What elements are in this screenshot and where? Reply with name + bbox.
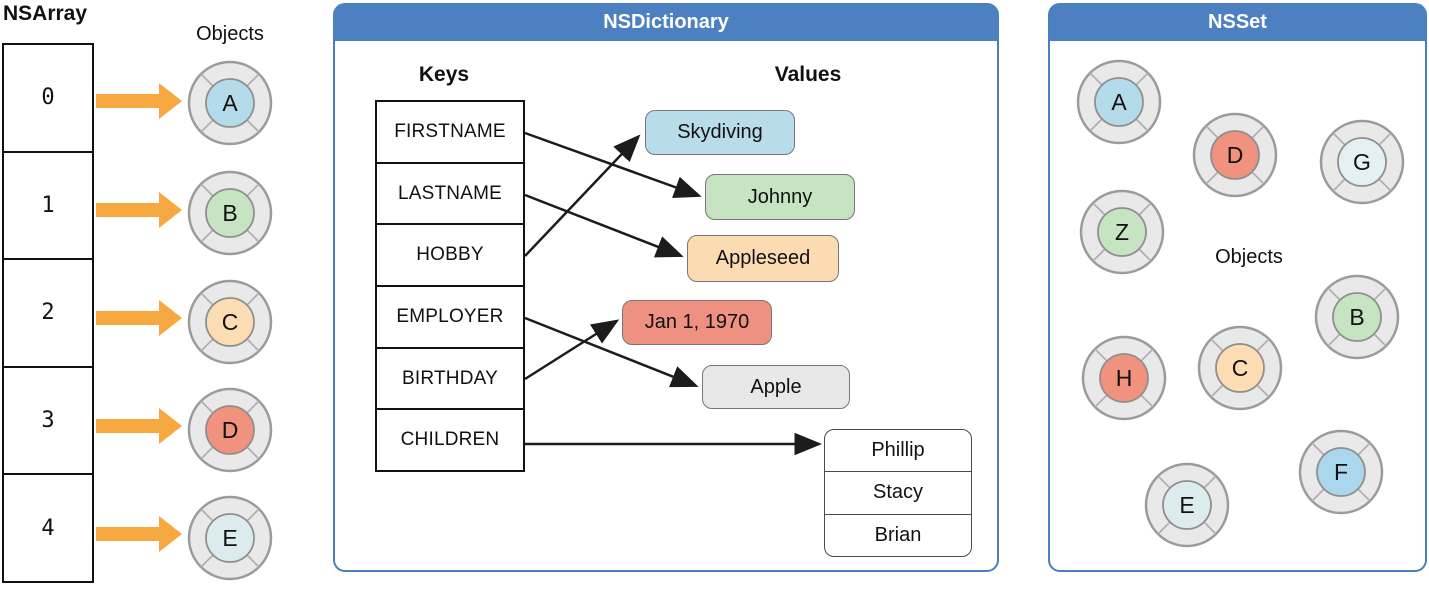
values-column-label: Values: [774, 63, 842, 86]
object-letter: C: [222, 309, 239, 335]
set-token-e: E: [1144, 462, 1230, 548]
index-pointer-arrow: [96, 192, 182, 228]
object-core: [1094, 77, 1144, 127]
dictionary-keys-table: FIRSTNAME LASTNAME HOBBY EMPLOYER BIRTHD…: [375, 100, 525, 472]
arrow-head: [159, 83, 182, 119]
set-token-z: Z: [1079, 189, 1165, 275]
arrow-head: [159, 408, 182, 444]
object-token-c: C: [187, 279, 273, 365]
object-letter: C: [1232, 355, 1249, 381]
value-pill-apple: Apple: [702, 365, 850, 409]
array-index-cell: 4: [41, 515, 55, 541]
object-core: [1162, 480, 1212, 530]
arrow-shaft: [96, 203, 159, 217]
child-row: Stacy: [825, 472, 971, 515]
arrow-shaft: [96, 94, 159, 108]
index-pointer-arrow: [96, 300, 182, 336]
object-letter: A: [222, 90, 238, 116]
object-core: [1097, 207, 1147, 257]
object-core: [1332, 292, 1382, 342]
object-letter: E: [222, 525, 237, 551]
array-index-cell: 0: [4, 45, 92, 153]
arrow-shaft: [96, 527, 159, 541]
object-core: [1210, 130, 1260, 180]
arrow-head: [159, 300, 182, 336]
nsset-objects-label: Objects: [1215, 246, 1283, 268]
set-token-b: B: [1314, 274, 1400, 360]
set-token-d: D: [1192, 112, 1278, 198]
set-token-c: C: [1197, 325, 1283, 411]
object-core: [205, 513, 255, 563]
object-token-d: D: [187, 387, 273, 473]
child-row: Phillip: [825, 430, 971, 473]
set-token-f: F: [1298, 429, 1384, 515]
object-letter: H: [1116, 365, 1133, 391]
object-letter: B: [1349, 304, 1364, 330]
set-token-a: A: [1076, 59, 1162, 145]
index-pointer-arrow: [96, 516, 182, 552]
key-cell: CHILDREN: [400, 429, 500, 451]
object-letter: Z: [1115, 219, 1129, 245]
nsdictionary-panel: NSDictionary Keys Values FIRSTNAME LASTN…: [333, 3, 999, 572]
key-cell: BIRTHDAY: [377, 349, 523, 411]
child-row: Brian: [874, 523, 922, 546]
object-core: [205, 405, 255, 455]
arrow-head: [159, 516, 182, 552]
object-token-b: B: [187, 170, 273, 256]
nsarray-index-table: 0 1 2 3 4: [2, 43, 94, 583]
object-core: [1337, 137, 1387, 187]
arrow-head: [159, 192, 182, 228]
nsdictionary-header: NSDictionary: [334, 4, 998, 41]
keys-column-label: Keys: [418, 63, 470, 86]
nsset-panel: NSSet Objects A D G Z B H C F E: [1048, 3, 1427, 572]
key-cell: EMPLOYER: [377, 287, 523, 349]
object-letter: G: [1353, 149, 1371, 175]
array-index-cell: 3: [4, 368, 92, 476]
set-token-g: G: [1319, 119, 1405, 205]
object-letter: A: [1111, 89, 1127, 115]
array-index-cell: 2: [4, 260, 92, 368]
key-cell: LASTNAME: [377, 164, 523, 226]
key-cell: HOBBY: [377, 225, 523, 288]
object-core: [1099, 353, 1149, 403]
key-cell: FIRSTNAME: [377, 102, 523, 164]
index-pointer-arrow: [96, 408, 182, 444]
nsarray-title: NSArray: [3, 2, 88, 25]
object-letter: D: [1227, 142, 1244, 168]
object-letter: E: [1179, 492, 1194, 518]
object-token-e: E: [187, 495, 273, 581]
object-letter: F: [1334, 459, 1348, 485]
nsset-header: NSSet: [1049, 4, 1426, 41]
children-value-list: Phillip Stacy Brian: [824, 429, 972, 557]
arrow-hobby-skydiving: [524, 134, 641, 257]
object-letter: B: [222, 200, 237, 226]
index-pointer-arrow: [96, 83, 182, 119]
array-index-cell: 1: [4, 153, 92, 261]
nsarray-objects-label: Objects: [196, 23, 264, 45]
value-pill-johnny: Johnny: [705, 174, 855, 220]
object-letter: D: [222, 417, 239, 443]
object-core: [205, 78, 255, 128]
object-core: [205, 188, 255, 238]
object-core: [205, 297, 255, 347]
object-core: [1215, 343, 1265, 393]
value-pill-jan-1-1970: Jan 1, 1970: [622, 300, 772, 345]
arrow-birthday-jan: [524, 319, 620, 381]
object-token-a: A: [187, 60, 273, 146]
value-pill-skydiving: Skydiving: [645, 110, 795, 155]
arrow-shaft: [96, 311, 159, 325]
object-core: [1316, 447, 1366, 497]
arrow-shaft: [96, 419, 159, 433]
arrow-lastname-appleseed: [524, 193, 684, 258]
value-pill-appleseed: Appleseed: [687, 235, 839, 282]
set-token-h: H: [1081, 335, 1167, 421]
